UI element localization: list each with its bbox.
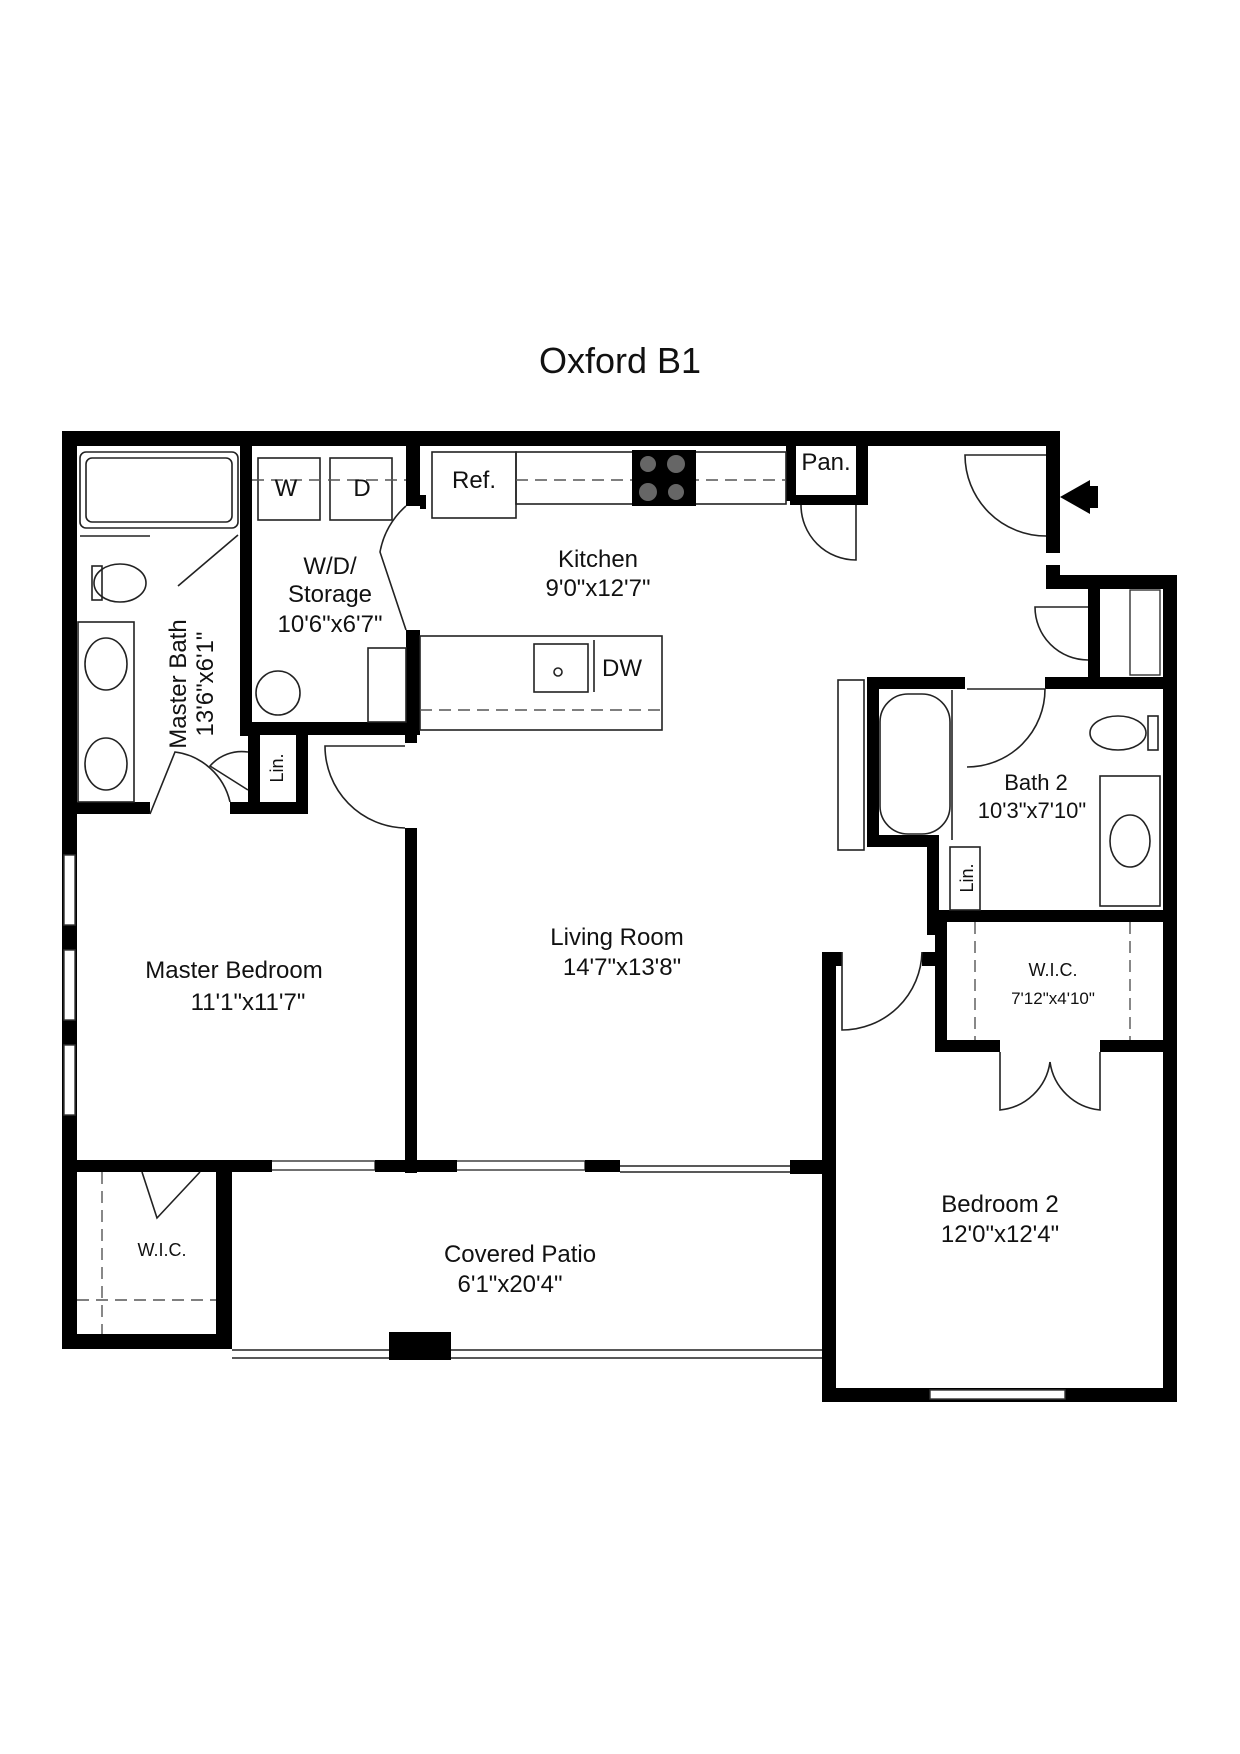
master-bath-name: Master Bath <box>165 619 192 748</box>
master-bedroom-size: 11'1"x11'7" <box>191 989 306 1016</box>
living-room-name: Living Room <box>550 924 683 951</box>
dryer-label: D <box>353 475 370 502</box>
covered-patio-size: 6'1"x20'4" <box>458 1271 563 1298</box>
master-bath-size: 13'6"x6'1" <box>192 632 219 737</box>
wic-2-name: W.I.C. <box>1029 960 1078 980</box>
interior-walls <box>62 446 1177 1173</box>
kitchen-name: Kitchen <box>558 546 638 573</box>
wic-2-size: 7'12"x4'10" <box>1011 989 1095 1008</box>
bath-2-name: Bath 2 <box>1004 770 1068 795</box>
outer-walls <box>62 431 1177 1402</box>
covered-patio-name: Covered Patio <box>444 1241 596 1268</box>
wd-storage-name-2: Storage <box>288 581 372 608</box>
patio-rails <box>232 1160 822 1359</box>
plan-title: Oxford B1 <box>539 340 701 381</box>
linen-1-label: Lin. <box>267 753 287 782</box>
wd-storage-size: 10'6"x6'7" <box>278 611 383 638</box>
fixtures <box>77 450 1161 1334</box>
wd-storage-name-1: W/D/ <box>303 553 357 580</box>
linen-2-label: Lin. <box>957 863 977 892</box>
washer-label: W <box>275 475 298 502</box>
room-labels: W D Ref. Pan. DW Kitchen 9'0"x12'7" W/D/… <box>138 449 1095 1298</box>
living-room-size: 14'7"x13'8" <box>563 954 681 981</box>
kitchen-size: 9'0"x12'7" <box>546 575 651 602</box>
windows <box>63 589 1161 1400</box>
door-swings <box>141 454 1101 1220</box>
bath-2-size: 10'3"x7'10" <box>978 798 1086 823</box>
bedroom-2-name: Bedroom 2 <box>941 1191 1058 1218</box>
pantry-label: Pan. <box>801 449 850 476</box>
master-bedroom-name: Master Bedroom <box>145 957 322 984</box>
bedroom-2-size: 12'0"x12'4" <box>941 1221 1059 1248</box>
dishwasher-label: DW <box>602 655 642 682</box>
master-wic-name: W.I.C. <box>138 1240 187 1260</box>
refrigerator-label: Ref. <box>452 467 496 494</box>
